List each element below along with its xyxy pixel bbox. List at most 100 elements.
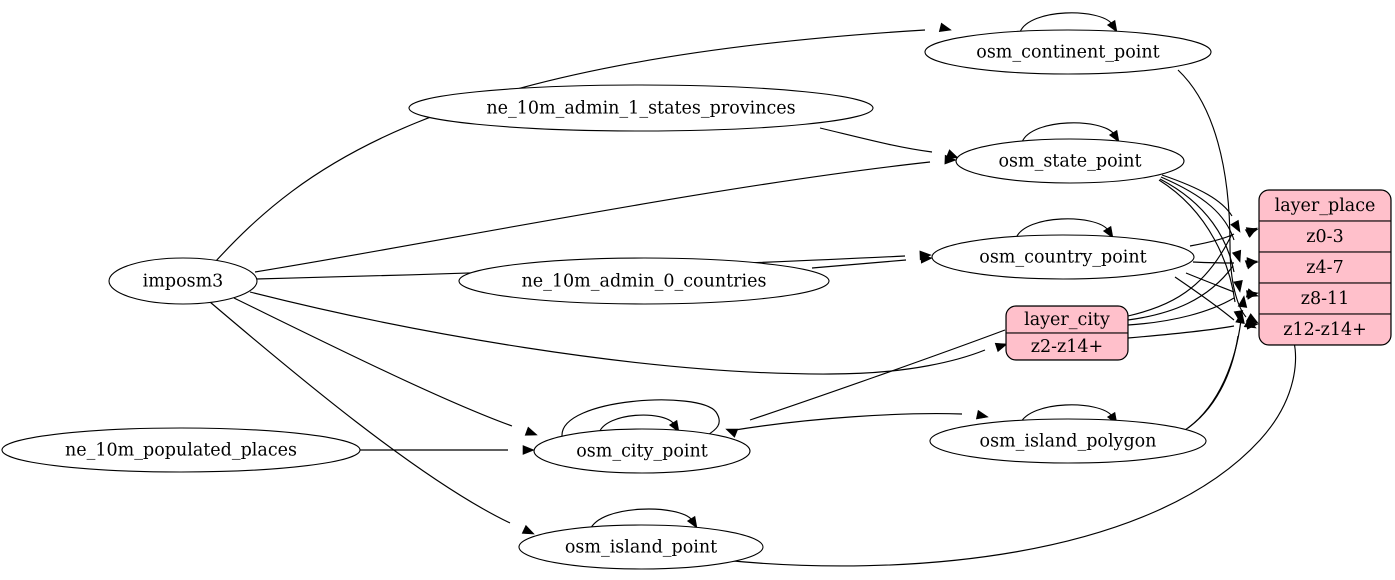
edge-layer_city-to-layer_place (1127, 325, 1235, 339)
edge-ne_10m_admin_1_states_provinces-to-osm_state_point (819, 127, 933, 153)
self-loop-osm_state_point (1021, 122, 1115, 143)
node-label-ne_10m_admin_0_countries: ne_10m_admin_0_countries (522, 272, 767, 292)
edge-layer_city-to-layer_place (1127, 233, 1233, 317)
node-shape-ne_10m_admin_1_states_provinces (408, 84, 874, 132)
node-ne_10m_populated_places[interactable]: ne_10m_populated_places (1, 427, 361, 473)
edge-layer_city-to-layer_place (1127, 297, 1235, 326)
edge-osm_state_point-to-layer_place (1159, 178, 1235, 273)
node-label-osm_island_polygon: osm_island_polygon (980, 432, 1157, 452)
edge-imposm3-to-layer_city (249, 291, 986, 375)
arrowhead-icon (725, 428, 739, 438)
edge-osm_continent_point-to-layer_place (1177, 69, 1247, 318)
node-osm_continent_point[interactable]: osm_continent_point (924, 29, 1212, 75)
node-ne_10m_admin_1_states_provinces[interactable]: ne_10m_admin_1_states_provinces (408, 84, 874, 132)
arrowhead-icon (1244, 227, 1258, 238)
node-shape-imposm3 (108, 257, 258, 305)
node-label-osm_island_point: osm_island_point (565, 538, 717, 558)
arrowhead-icon (521, 524, 535, 535)
record-row-label-layer_place-2: z4-7 (1306, 258, 1343, 278)
arrowhead-icon (1230, 219, 1241, 233)
node-osm_city_point[interactable]: osm_city_point (533, 428, 751, 474)
edge-osm_island_point-to-layer_place (722, 329, 1297, 567)
edge-ne_10m_admin_0_countries-to-osm_country_point (811, 259, 907, 269)
node-shape-osm_country_point (931, 234, 1195, 280)
arrowhead-icon (945, 149, 959, 159)
node-label-osm_continent_point: osm_continent_point (976, 43, 1159, 63)
node-label-osm_country_point: osm_country_point (979, 248, 1146, 268)
edge-osm_island_polygon-to-layer_place (1184, 335, 1239, 431)
record-row-layer_place-4[interactable] (1259, 313, 1391, 345)
record-node-layer_place[interactable]: layer_place z0-3 z4-7 z8-11 z12-z14+ (1258, 189, 1392, 346)
arrowhead-icon (1102, 225, 1114, 239)
record-row-label-layer_place-1: z0-3 (1306, 227, 1343, 247)
edge-osm_state_point-to-layer_place (1160, 176, 1235, 241)
edge-osm_state_point-to-layer_place (1158, 179, 1236, 303)
node-label-osm_city_point: osm_city_point (576, 442, 708, 462)
self-loop-osm_country_point (1015, 218, 1109, 239)
edge-layer_city-to-osm_city_point (749, 329, 1006, 421)
self-loop-osm_island_polygon (1019, 404, 1113, 425)
record-outline-layer_city (1005, 305, 1129, 361)
nodes-layer: imposm3 ne_10m_admin_1_states_provincesne… (1, 29, 1212, 570)
node-osm_island_polygon[interactable]: osm_island_polygon (929, 418, 1207, 464)
arrowhead-icon (920, 253, 933, 264)
node-osm_state_point[interactable]: osm_state_point (955, 138, 1185, 184)
node-label-ne_10m_admin_1_states_provinces: ne_10m_admin_1_states_provinces (486, 99, 795, 119)
edge-imposm3-to-osm_continent_point (214, 29, 926, 263)
record-outline-layer_place (1258, 189, 1392, 346)
node-shape-osm_island_polygon (929, 418, 1207, 464)
self-loop-osm_city_point (561, 399, 720, 437)
node-shape-osm_city_point (533, 428, 751, 474)
edge-osm_island_polygon-to-layer_place (1187, 319, 1242, 429)
arrowhead-icon (938, 22, 952, 32)
arrowhead-icon (686, 515, 698, 529)
edge-imposm3-to-osm_island_point (209, 301, 511, 524)
edge-osm_city_point-to-osm_island_polygon (734, 413, 963, 431)
node-label-osm_state_point: osm_state_point (998, 152, 1141, 172)
record-row-label-layer_place-3: z8-11 (1301, 289, 1350, 309)
node-shape-ne_10m_populated_places (1, 427, 361, 473)
node-osm_country_point[interactable]: osm_country_point (931, 234, 1195, 280)
arrowhead-icon (1246, 319, 1259, 330)
self-loop-osm_continent_point (1019, 12, 1113, 33)
edge-osm_country_point-to-layer_place (1192, 261, 1235, 264)
node-ne_10m_admin_0_countries[interactable]: ne_10m_admin_0_countries (458, 257, 830, 305)
arrowhead-icon (1106, 19, 1118, 33)
edge-osm_country_point-to-layer_place (1174, 276, 1235, 321)
arrowhead-icon (1108, 129, 1120, 143)
edge-osm_country_point-to-layer_place (1185, 272, 1235, 293)
edge-osm_state_point-to-layer_place (1161, 174, 1233, 217)
record-row-label-layer_city-0: layer_city (1024, 310, 1110, 330)
self-loop-osm_city_point (598, 414, 675, 434)
arrowhead-icon (522, 445, 535, 455)
arrowhead-icon (994, 342, 1008, 353)
node-shape-osm_state_point (955, 138, 1185, 184)
record-row-label-layer_place-0: layer_place (1275, 196, 1376, 216)
node-label-ne_10m_populated_places: ne_10m_populated_places (65, 441, 297, 461)
arrowhead-icon (668, 419, 680, 433)
arrowhead-icon (1237, 295, 1248, 308)
arrowhead-icon (524, 426, 538, 436)
edge-layer_city-to-layer_place (1127, 265, 1234, 321)
edge-imposm3-to-osm_state_point (254, 161, 931, 273)
record-node-layer_city[interactable]: layer_city z2-z14+ (1005, 305, 1129, 361)
arrowhead-icon (1244, 260, 1258, 270)
node-shape-osm_continent_point (924, 29, 1212, 75)
record-row-layer_city-1[interactable] (1006, 332, 1128, 360)
record-row-layer_place-1[interactable] (1259, 220, 1391, 253)
edge-imposm3-to-osm_city_point (233, 297, 513, 427)
record-row-label-layer_city-1: z2-z14+ (1031, 337, 1103, 357)
arrowhead-icon (1246, 290, 1259, 300)
node-shape-osm_island_point (518, 524, 764, 570)
self-loop-osm_island_point (589, 508, 693, 531)
node-shape-ne_10m_admin_0_countries (458, 257, 830, 305)
self-loops-layer (561, 12, 1120, 531)
arrowhead-icon (1231, 249, 1242, 263)
arrowhead-icon (975, 409, 989, 420)
node-label-imposm3: imposm3 (143, 272, 224, 292)
record-row-label-layer_place-4: z12-z14+ (1283, 320, 1367, 340)
node-imposm3[interactable]: imposm3 (108, 257, 258, 305)
node-osm_island_point[interactable]: osm_island_point (518, 524, 764, 570)
